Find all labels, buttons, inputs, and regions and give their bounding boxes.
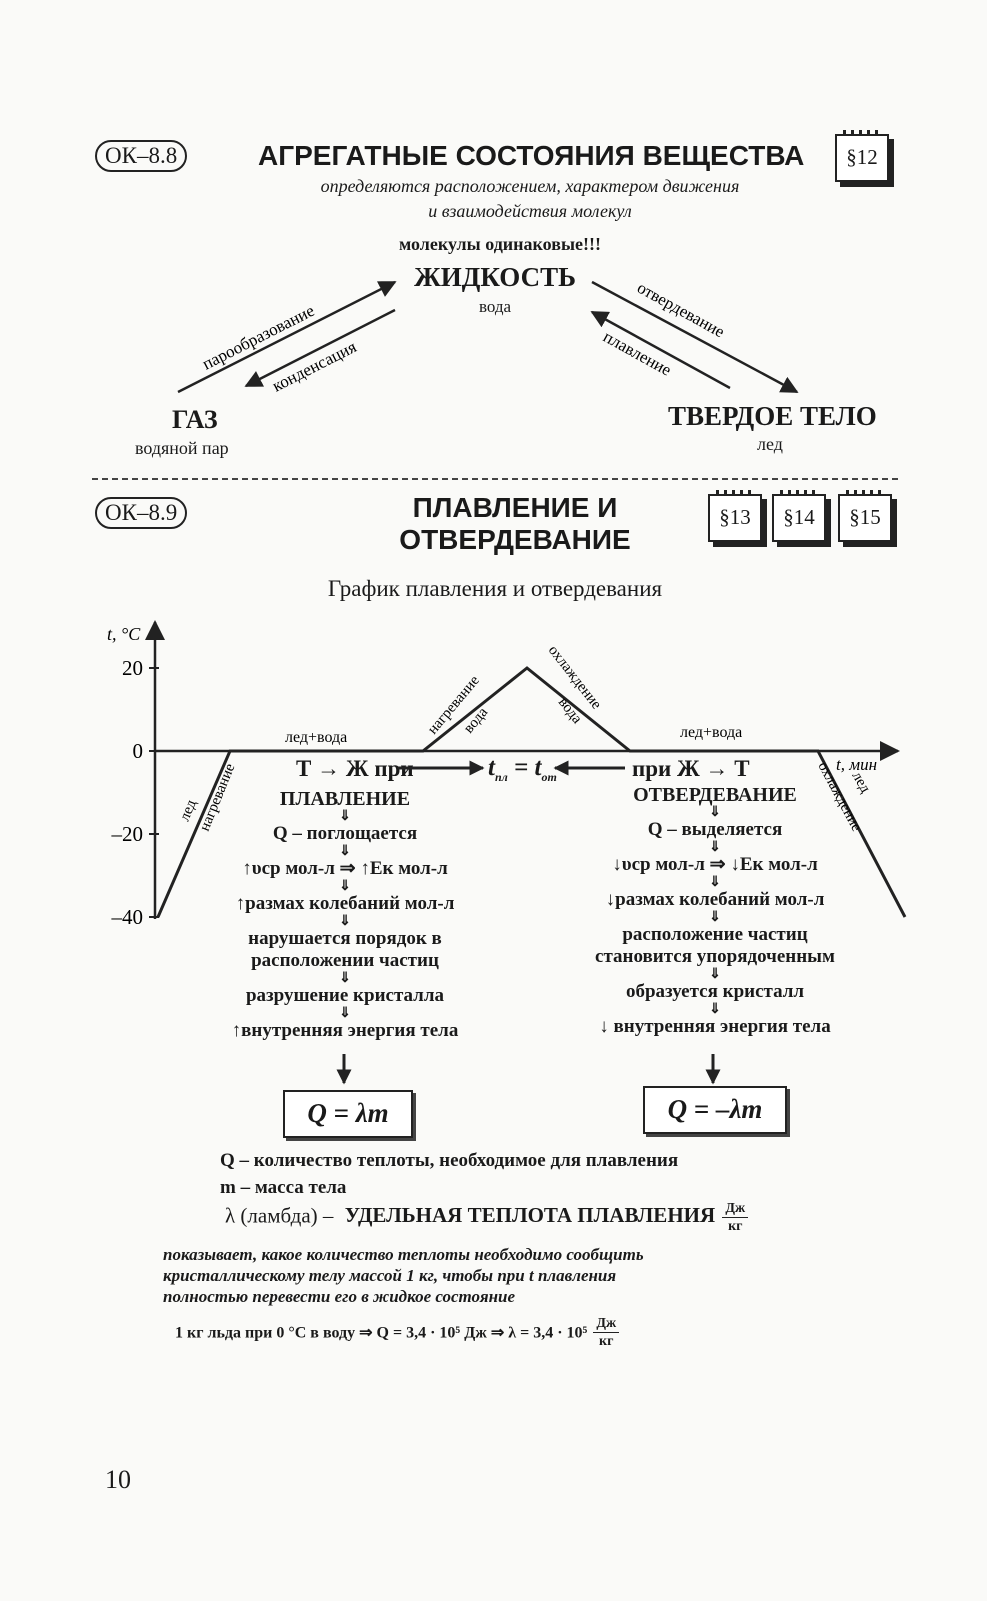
page-number: 10: [105, 1465, 131, 1494]
lambda-explanation-2: кристаллическому телу массой 1 кг, чтобы…: [163, 1266, 617, 1285]
label-solidification: отвердевание: [634, 278, 728, 342]
state-gas: ГАЗ: [172, 405, 218, 434]
solidification-step-2: ↓υср мол-л ⇒ ↓Eк мол-л: [612, 854, 818, 875]
rule-arrows: [398, 760, 625, 776]
ice-example: 1 кг льда при 0 °С в воду ⇒ Q = 3,4 · 10…: [175, 1315, 620, 1350]
melting-step-2: ↑υср мол-л ⇒ ↑Eк мол-л: [242, 858, 448, 879]
melting-step-3: ↑размах колебаний мол-л: [235, 893, 455, 914]
solidification-step-1: Q – выделяется: [647, 819, 783, 840]
rule-liquid-to-solid: при Ж → Т: [632, 756, 750, 781]
melting-temperature-equality: tпл = tот: [488, 754, 557, 784]
arrow-melting: [590, 310, 731, 390]
m-definition: m – масса тела: [220, 1177, 347, 1198]
state-liquid: ЖИДКОСТЬ: [414, 262, 576, 292]
lambda-title: УДЕЛЬНАЯ ТЕПЛОТА ПЛАВЛЕНИЯ: [344, 1203, 716, 1228]
y-tick-label: –40: [111, 905, 144, 929]
solidification-chain: ОТВЕРДЕВАНИЕ ⇓ Q – выделяется ⇓ ↓υср мол…: [560, 784, 870, 1038]
label-melting-phase: лед+вода: [285, 729, 347, 746]
label-solidification-phase: лед+вода: [680, 724, 742, 741]
label-water-2: вода: [555, 695, 585, 727]
melting-step-6: разрушение кристалла: [245, 985, 444, 1006]
paragraph-ref-13: §13: [708, 490, 762, 542]
lambda-explanation-3: полностью перевести его в жидкое состоян…: [163, 1287, 516, 1306]
x-axis-label: t, мин: [836, 755, 877, 774]
state-solid: ТВЕРДОЕ ТЕЛО: [668, 401, 877, 431]
section2-title-line1: ПЛАВЛЕНИЕ И: [412, 492, 618, 523]
solidification-label: ОТВЕРДЕВАНИЕ: [633, 784, 797, 806]
state-solid-example: лед: [757, 434, 783, 454]
y-tick-label: 0: [133, 739, 144, 763]
paragraph-ref-12: §12: [835, 130, 889, 182]
state-liquid-example: вода: [478, 297, 512, 316]
solidification-step-3: ↓размах колебаний мол-л: [605, 889, 825, 910]
melting-chart: 200–20–40t, °Ct, минледнагреваниелед+вод…: [107, 620, 907, 929]
section-badge-ok-8-9: ОК–8.9: [95, 497, 188, 529]
melting-step-7: ↑внутренняя энергия тела: [231, 1020, 459, 1041]
label-cooling-1: охлаждение: [545, 643, 605, 713]
solidification-step-7: ↓ внутренняя энергия тела: [599, 1016, 831, 1037]
y-tick-label: –20: [111, 822, 144, 846]
y-axis-label: t, °C: [107, 624, 141, 644]
graph-title: График плавления и отвердевания: [327, 576, 663, 601]
y-tick-label: 20: [122, 656, 143, 680]
q-definition: Q – количество теплоты, необходимое для …: [220, 1150, 679, 1171]
section-badge-ok-8-8: ОК–8.8: [95, 140, 188, 172]
arrow-condensation: [244, 308, 396, 388]
melting-label: ПЛАВЛЕНИЕ: [279, 788, 411, 810]
label-melting: плавление: [600, 327, 675, 380]
solidification-step-4: расположение частиц: [622, 924, 808, 945]
molecules-note: молекулы одинаковые!!!: [399, 234, 601, 254]
formula-arrows: [336, 1054, 721, 1085]
solidification-step-5: становится упорядоченным: [595, 946, 835, 967]
lambda-name: λ (ламбда) –: [225, 1203, 334, 1228]
rule-solid-to-liquid: Т → Ж при: [296, 756, 414, 781]
state-transition-arrows: парообразование конденсация отвердевание…: [177, 278, 799, 396]
melting-formula: Q = λm: [283, 1090, 413, 1138]
melting-step-4: нарушается порядок в: [248, 928, 442, 949]
label-water-1: вода: [461, 704, 492, 736]
melting-step-1: Q – поглощается: [272, 823, 418, 844]
section-title: АГРЕГАТНЫЕ СОСТОЯНИЯ ВЕЩЕСТВА: [258, 140, 805, 171]
label-ice-1: лед: [177, 797, 200, 823]
arrow-vaporization: [177, 280, 397, 394]
section-subtitle-line1: определяются расположением, характером д…: [320, 176, 740, 196]
lambda-unit: Дж кг: [722, 1200, 749, 1235]
section-subtitle-line2: и взаимодействия молекул: [428, 201, 632, 221]
melting-chain: ПЛАВЛЕНИЕ ⇓ Q – поглощается ⇓ ↑υср мол-л…: [190, 788, 500, 1042]
paragraph-ref-15: §15: [838, 490, 892, 542]
state-gas-example: водяной пар: [135, 438, 229, 458]
section2-title-line2: ОТВЕРДЕВАНИЕ: [399, 524, 631, 555]
lambda-definition: λ (ламбда) – УДЕЛЬНАЯ ТЕПЛОТА ПЛАВЛЕНИЯ …: [225, 1200, 749, 1235]
section-divider: [92, 478, 898, 480]
melting-step-5: расположении частиц: [251, 950, 439, 971]
arrow-solidification: [591, 280, 799, 394]
solidification-formula: Q = –λm: [643, 1086, 787, 1134]
lambda-explanation-1: показывает, какое количество теплоты нео…: [163, 1245, 644, 1264]
solidification-step-6: образуется кристалл: [625, 981, 805, 1002]
paragraph-ref-14: §14: [772, 490, 826, 542]
